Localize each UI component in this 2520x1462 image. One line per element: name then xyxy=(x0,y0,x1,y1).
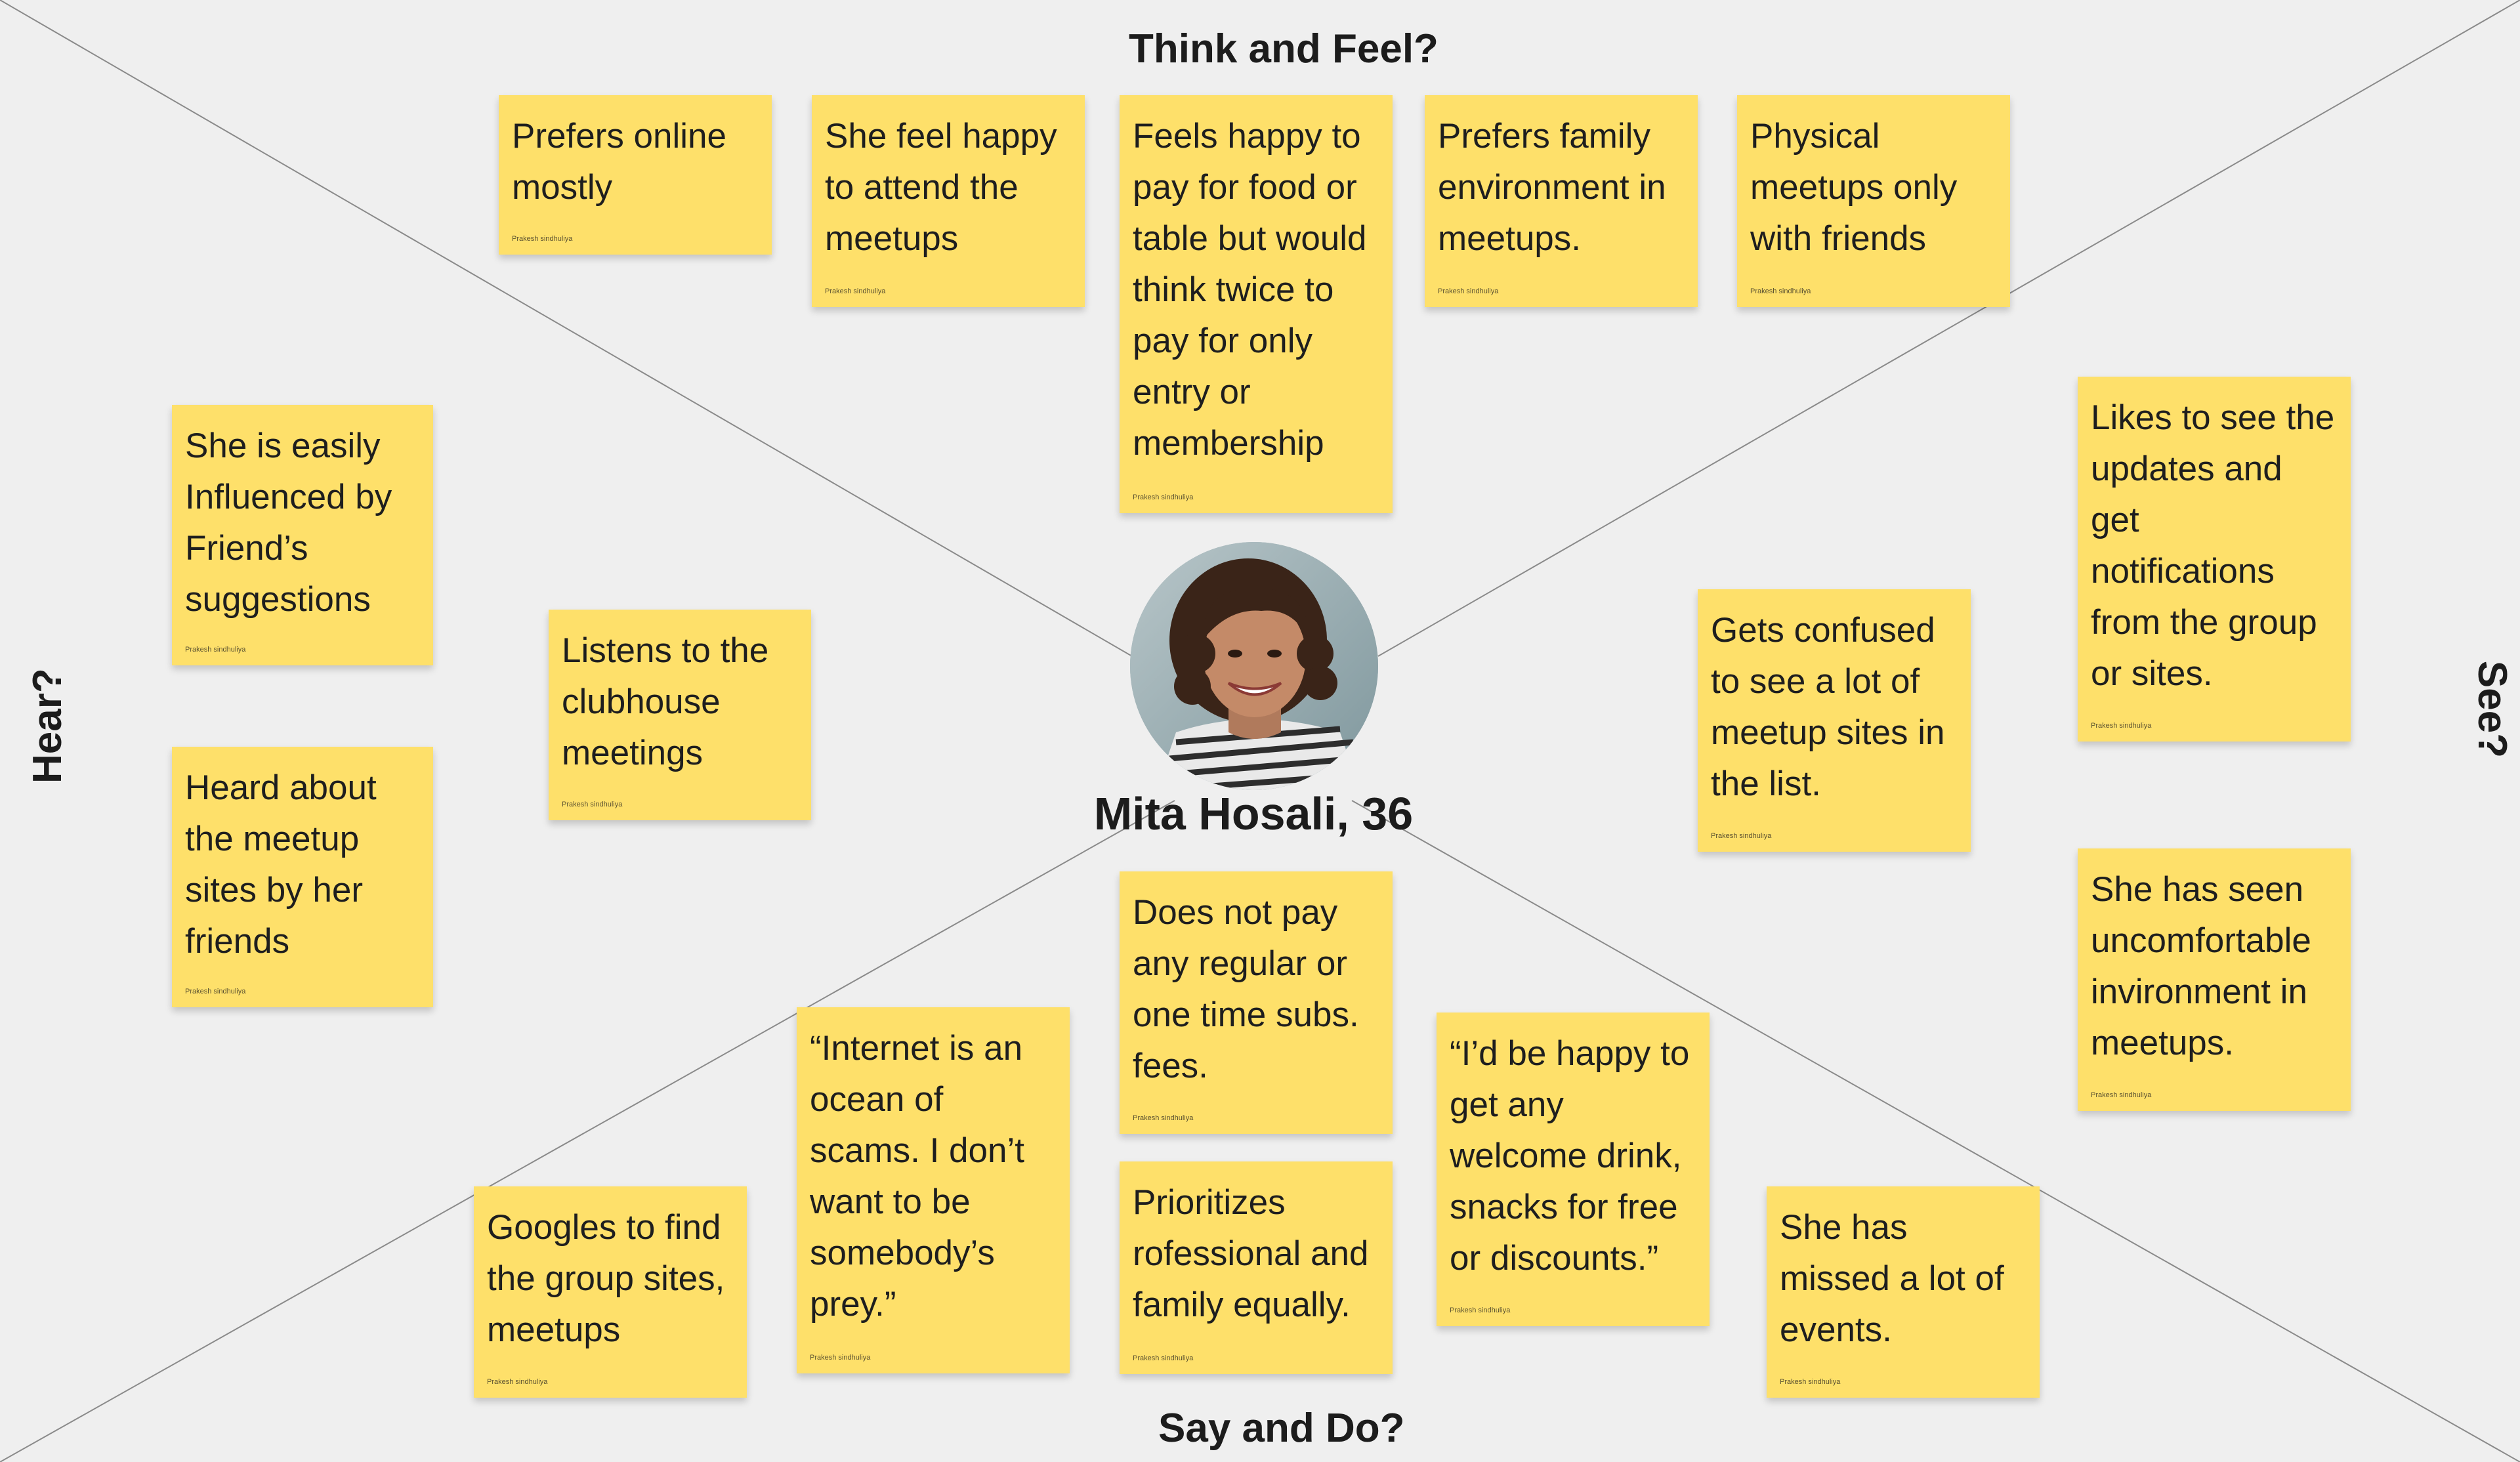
note-author: Prakesh sindhuliya xyxy=(562,801,623,808)
note-author: Prakesh sindhuliya xyxy=(487,1378,548,1386)
note-text: She has seen uncomfortable invironment i… xyxy=(2091,870,2311,1062)
note-author: Prakesh sindhuliya xyxy=(810,1354,871,1362)
sticky-note-pay-for-food[interactable]: Feels happy to pay for food or table but… xyxy=(1120,95,1393,513)
note-author: Prakesh sindhuliya xyxy=(1450,1306,1511,1314)
sticky-note-heard-meetup-sites[interactable]: Heard about the meetup sites by her frie… xyxy=(172,747,433,1007)
note-text: She has missed a lot of events. xyxy=(1780,1208,2004,1349)
note-text: “I’d be happy to get any welcome drink, … xyxy=(1450,1034,1690,1278)
persona-avatar xyxy=(1130,542,1378,790)
note-text: Likes to see the updates and get notific… xyxy=(2091,398,2335,693)
sticky-note-physical-meetups[interactable]: Physical meetups only with friends Prake… xyxy=(1737,95,2010,307)
divider-top-left xyxy=(0,0,1133,657)
sticky-note-uncomfortable-environment[interactable]: She has seen uncomfortable invironment i… xyxy=(2078,848,2351,1111)
note-author: Prakesh sindhuliya xyxy=(2091,1091,2152,1099)
sticky-note-confused-sites[interactable]: Gets confused to see a lot of meetup sit… xyxy=(1698,589,1971,852)
divider-bottom-right xyxy=(1351,800,2520,1462)
note-author: Prakesh sindhuliya xyxy=(1750,287,1811,295)
sticky-note-happy-attend[interactable]: She feel happy to attend the meetups Pra… xyxy=(812,95,1085,307)
sticky-note-missed-events[interactable]: She has missed a lot of events. Prakesh … xyxy=(1767,1186,2040,1398)
note-text: Heard about the meetup sites by her frie… xyxy=(185,768,377,961)
note-author: Prakesh sindhuliya xyxy=(1133,1114,1194,1122)
note-text: She feel happy to attend the meetups xyxy=(825,117,1057,258)
note-text: Physical meetups only with friends xyxy=(1750,117,1958,258)
note-author: Prakesh sindhuliya xyxy=(185,988,246,995)
sticky-note-prefers-online[interactable]: Prefers online mostly Prakesh sindhuliya xyxy=(499,95,772,255)
note-author: Prakesh sindhuliya xyxy=(1133,493,1194,501)
note-text: Feels happy to pay for food or table but… xyxy=(1133,117,1367,463)
note-text: Gets confused to see a lot of meetup sit… xyxy=(1711,611,1945,803)
divider-top-right xyxy=(1377,0,2520,657)
sticky-note-likes-updates[interactable]: Likes to see the updates and get notific… xyxy=(2078,377,2351,741)
sticky-note-welcome-drink[interactable]: “I’d be happy to get any welcome drink, … xyxy=(1437,1013,1710,1326)
note-author: Prakesh sindhuliya xyxy=(512,235,573,243)
note-text: Prioritizes rofessional and family equal… xyxy=(1133,1183,1369,1324)
note-author: Prakesh sindhuliya xyxy=(825,287,886,295)
note-text: “Internet is an ocean of scams. I don’t … xyxy=(810,1029,1024,1324)
quadrant-title-say-and-do: Say and Do? xyxy=(1158,1406,1405,1451)
quadrant-title-hear: Hear? xyxy=(25,668,70,783)
note-author: Prakesh sindhuliya xyxy=(1711,832,1772,840)
sticky-note-no-subscription[interactable]: Does not pay any regular or one time sub… xyxy=(1120,871,1393,1134)
sticky-note-googles-group-sites[interactable]: Googles to find the group sites, meetups… xyxy=(474,1186,747,1398)
sticky-note-clubhouse-meetings[interactable]: Listens to the clubhouse meetings Prakes… xyxy=(549,610,811,820)
note-author: Prakesh sindhuliya xyxy=(2091,722,2152,730)
sticky-note-influenced-by-friends[interactable]: She is easily Influenced by Friend’s sug… xyxy=(172,405,433,665)
sticky-note-internet-scams[interactable]: “Internet is an ocean of scams. I don’t … xyxy=(797,1007,1070,1373)
quadrant-title-think-and-feel: Think and Feel? xyxy=(1129,26,1438,72)
note-author: Prakesh sindhuliya xyxy=(185,646,246,654)
note-text: Prefers online mostly xyxy=(512,117,727,207)
note-text: Googles to find the group sites, meetups xyxy=(487,1208,725,1349)
note-text: Does not pay any regular or one time sub… xyxy=(1133,893,1359,1085)
note-text: She is easily Influenced by Friend’s sug… xyxy=(185,427,392,619)
divider-bottom-left xyxy=(0,800,1175,1462)
note-author: Prakesh sindhuliya xyxy=(1438,287,1499,295)
quadrant-title-see: See? xyxy=(2469,660,2515,759)
note-author: Prakesh sindhuliya xyxy=(1780,1378,1841,1386)
note-author: Prakesh sindhuliya xyxy=(1133,1354,1194,1362)
note-text: Prefers family environment in meetups. xyxy=(1438,117,1666,258)
note-text: Listens to the clubhouse meetings xyxy=(562,631,769,772)
sticky-note-prioritizes-family[interactable]: Prioritizes rofessional and family equal… xyxy=(1120,1161,1393,1374)
sticky-note-family-environment[interactable]: Prefers family environment in meetups. P… xyxy=(1425,95,1698,307)
persona-name: Mita Hosali, 36 xyxy=(1093,788,1414,839)
woman-portrait-avatar-icon xyxy=(1130,542,1378,790)
